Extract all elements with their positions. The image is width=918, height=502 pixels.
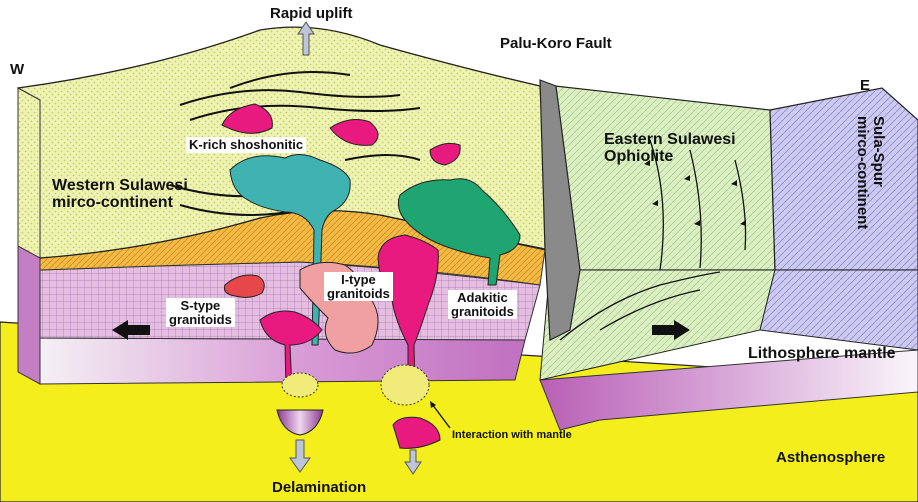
eastern-sulawesi-label: Eastern Sulawesi Ophiolite: [604, 132, 736, 166]
interaction-with-mantle-label: Interaction with mantle: [452, 430, 572, 442]
sula-spur-block: [770, 88, 918, 270]
i-type-granitoids-label: I-type granitoids: [324, 272, 393, 301]
western-lithosphere-mantle: [40, 338, 525, 384]
asthenosphere-label: Asthenosphere: [776, 450, 885, 466]
lithosphere-mantle-label: Lithosphere mantle: [748, 346, 896, 363]
east-label: E: [860, 78, 870, 94]
palu-koro-fault-label: Palu-Koro Fault: [500, 36, 612, 52]
adakitic-granitoids-label: Adakitic granitoids: [448, 290, 517, 319]
rapid-uplift-label: Rapid uplift: [270, 6, 353, 22]
delamination-label: Delamination: [272, 480, 366, 496]
sula-spur-label: Sula-Spur mirco-continent: [855, 116, 887, 229]
western-sulawesi-label: Western Sulawesi mirco-continent: [52, 178, 188, 212]
s-type-granitoids-label: S-type granitoids: [166, 298, 235, 327]
k-rich-shoshonitic-label: K-rich shoshonitic: [186, 137, 306, 153]
ophiolite-block: [555, 86, 775, 270]
west-label: W: [10, 62, 24, 78]
